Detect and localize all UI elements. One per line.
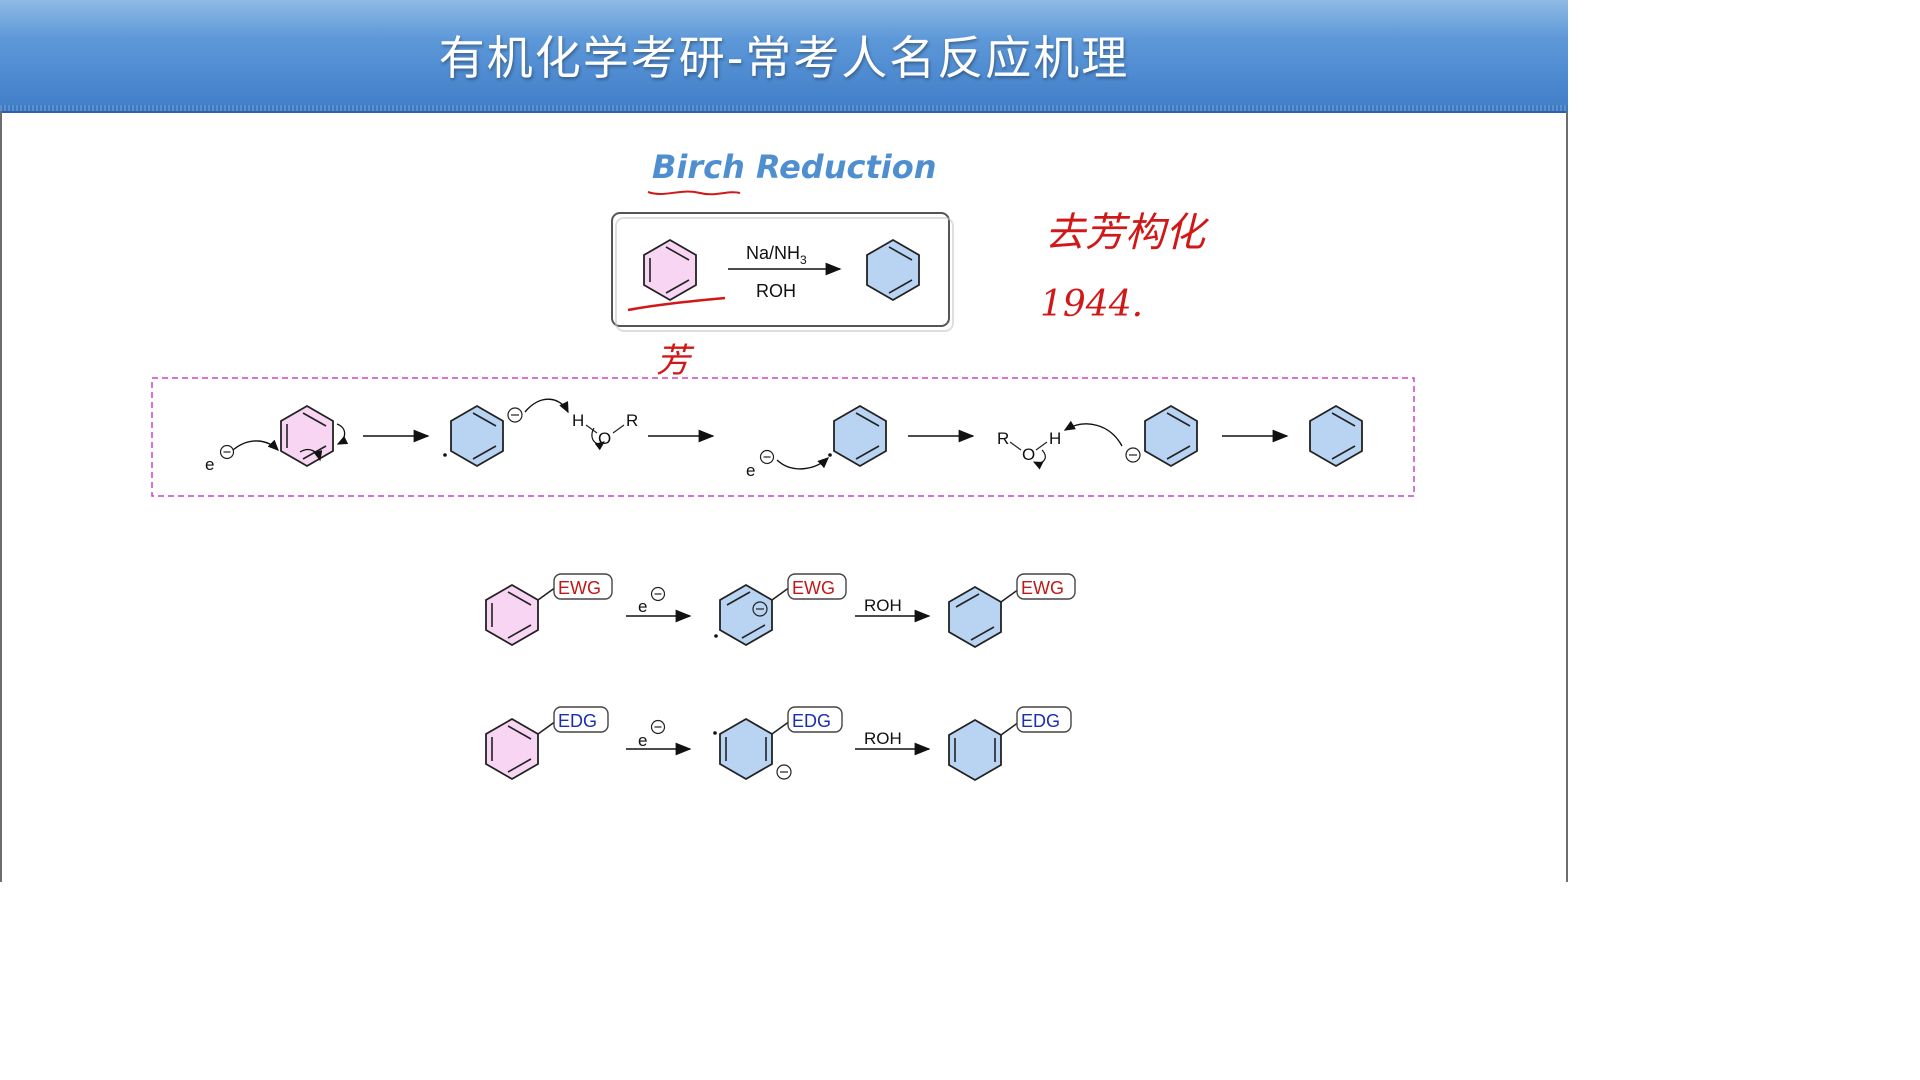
handwritten-underline: [627, 296, 726, 312]
handwritten-dearomatization: 去芳构化: [1045, 210, 1210, 256]
reaction-title: Birch Reduction: [652, 148, 937, 186]
mech-electron-2: e: [746, 461, 755, 480]
edg-label-3: EDG: [1021, 711, 1060, 731]
overview-cyclohexadiene: [866, 238, 920, 302]
mech-benzene-1: [280, 404, 334, 468]
edg-benzene: [485, 717, 557, 781]
edg-label-box-2: [787, 706, 843, 733]
mech-radical: [833, 404, 887, 468]
slide-border-left: [0, 111, 2, 882]
reagent-na-nh3: Na/NH3: [746, 243, 807, 267]
mech-minus-charge-1: [219, 444, 235, 460]
ewg-ring-minus: [752, 601, 768, 617]
ewg-label-box-1: [553, 573, 613, 600]
edg-product: [948, 718, 1020, 782]
handwritten-year: 1944.: [1040, 284, 1143, 325]
mech-roh-r: R: [626, 411, 638, 430]
edg-radical-anion: [719, 717, 791, 781]
mech-roh-h: H: [572, 411, 584, 430]
mech-electron-1: e: [205, 455, 214, 474]
edg-roh: ROH: [864, 729, 902, 748]
ewg-minus-charge: [650, 586, 666, 602]
mech-curved-arrow-1: [232, 439, 279, 451]
edg-label-1: EDG: [558, 711, 597, 731]
edg-label-box-3: [1016, 706, 1072, 733]
mech-minus-charge-3: [759, 449, 775, 465]
ewg-product: [948, 585, 1020, 649]
title-underline-squiggle: [647, 190, 741, 196]
overview-benzene: [643, 238, 697, 302]
mechanism-box: [151, 377, 1415, 497]
ewg-label-box-3: [1016, 573, 1076, 600]
mech-minus-charge-2: [507, 407, 523, 423]
mech-roh-o: O: [598, 429, 611, 448]
slide-header: 有机化学考研-常考人名反应机理: [0, 0, 1568, 113]
mech-minus-charge-4: [1125, 447, 1141, 463]
ewg-radical-anion: [719, 583, 791, 647]
slide-title: 有机化学考研-常考人名反应机理: [438, 31, 1130, 85]
mech-product: [1309, 404, 1363, 468]
mech-roh2-r: R: [997, 429, 1009, 448]
mech-roh2-h: H: [1049, 429, 1061, 448]
edg-ring-minus: [776, 764, 792, 780]
ewg-electron: e: [638, 597, 647, 616]
mech-radical-anion: [450, 404, 504, 468]
edg-label-box-1: [553, 706, 609, 733]
ewg-label-1: EWG: [558, 578, 601, 598]
mech-anion: [1144, 404, 1198, 468]
edg-label-2: EDG: [792, 711, 831, 731]
slide-border-right: [1566, 111, 1568, 882]
handwritten-fang: 芳: [656, 341, 695, 381]
ewg-roh: ROH: [864, 596, 902, 615]
mech-roh2-o: O: [1022, 445, 1035, 464]
reaction-diagram: Na/NH3 ROH 芳 去芳构化 1944. e H O R e: [151, 190, 1415, 782]
edg-electron: e: [638, 731, 647, 750]
ewg-benzene: [485, 583, 557, 647]
ewg-label-box-2: [787, 573, 847, 600]
ewg-label-3: EWG: [1021, 578, 1064, 598]
reagent-roh: ROH: [756, 281, 796, 301]
ewg-label-2: EWG: [792, 578, 835, 598]
edg-minus-charge: [650, 719, 666, 735]
